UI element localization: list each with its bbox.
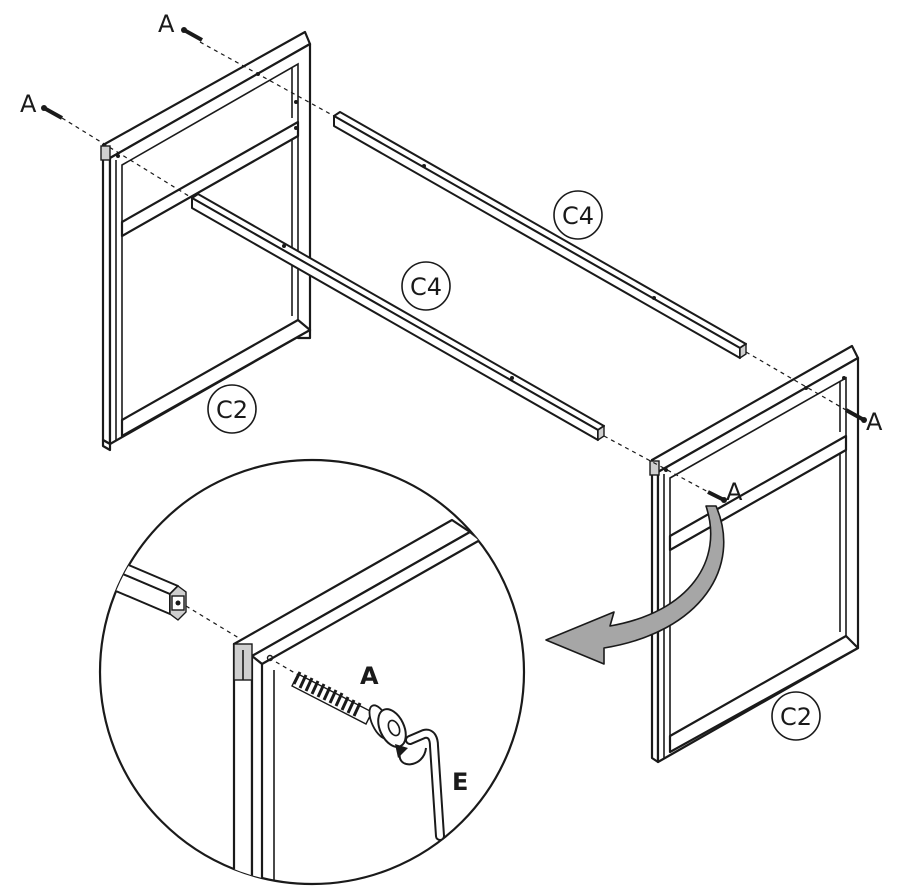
svg-text:C2: C2 bbox=[216, 396, 248, 424]
bolt-label: A bbox=[726, 478, 743, 506]
svg-text:C2: C2 bbox=[780, 703, 812, 731]
alignment-lines bbox=[61, 41, 847, 495]
part-callout-frame-right: C2 bbox=[771, 691, 821, 741]
svg-text:C4: C4 bbox=[562, 202, 594, 230]
bolt-icon bbox=[181, 27, 203, 42]
bolt-icon bbox=[41, 105, 63, 120]
right-end-frame bbox=[649, 344, 860, 764]
bolt-label: A bbox=[866, 408, 883, 436]
rail-back bbox=[333, 111, 747, 360]
rail-front bbox=[191, 193, 605, 442]
bolt-hole-icon bbox=[664, 468, 668, 472]
part-callout-rail-back: C4 bbox=[553, 190, 603, 240]
bolt-hole-icon bbox=[804, 386, 808, 390]
detail-magnifier: A E bbox=[98, 458, 526, 886]
bolt-icon bbox=[845, 408, 867, 423]
svg-text:C4: C4 bbox=[410, 273, 442, 301]
curved-arrow-icon bbox=[545, 505, 725, 665]
bolt-hole-icon bbox=[116, 154, 120, 158]
part-callout-rail-front: C4 bbox=[401, 261, 451, 311]
bolt-label: A bbox=[20, 90, 37, 118]
bolt-icon bbox=[707, 490, 727, 503]
detail-key-label: E bbox=[452, 768, 468, 796]
rotate-arrow-icon bbox=[395, 744, 427, 766]
detail-bolt-icon bbox=[291, 671, 407, 748]
detail-bolt-label: A bbox=[360, 662, 379, 690]
left-end-frame bbox=[100, 30, 312, 452]
bolt-label: A bbox=[158, 10, 175, 38]
bolt-hole-icon bbox=[294, 126, 298, 130]
bolt-hole-icon bbox=[842, 376, 846, 380]
hex-key-icon bbox=[405, 728, 445, 841]
part-callout-frame-left: C2 bbox=[207, 384, 257, 434]
bolt-hole-icon bbox=[294, 100, 298, 104]
